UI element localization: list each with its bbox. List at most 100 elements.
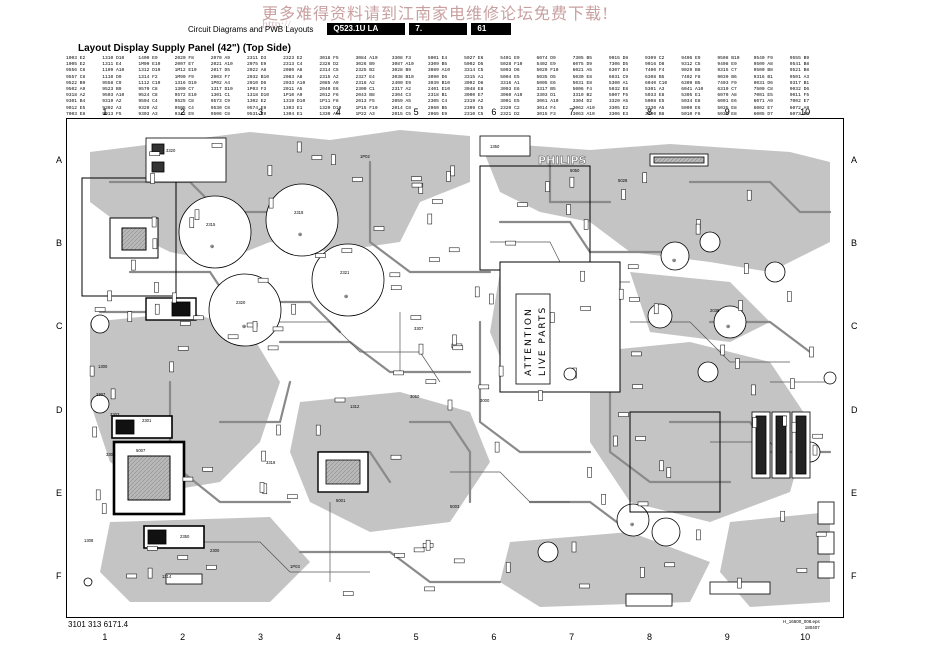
smd-pad (180, 321, 191, 326)
pcb-layout-drawing: ⊕⊕⊕⊕ ⊕⊕⊕ (81, 130, 837, 607)
smd-pad (815, 531, 827, 537)
ref-table-cell: 9524 C8 (138, 93, 158, 99)
watermark-url: http:// (262, 17, 291, 31)
ref-table-cell: 2304 C3 (391, 93, 412, 99)
smd-pad (664, 562, 675, 568)
column-label: 4 (335, 632, 341, 642)
row-label: D (851, 404, 858, 415)
smd-pad (227, 334, 239, 340)
smd-pad (411, 182, 423, 188)
component-ref-2307: 2307 (96, 392, 106, 397)
smd-pad (257, 277, 269, 283)
ref-table-cell: 3320 A5 (608, 99, 629, 105)
ref-table-cell: 2323 E2 (283, 56, 303, 61)
smd-pad (127, 311, 133, 322)
silkscreen-brand: PHILIPS (538, 154, 587, 168)
ref-table-cell: 5006 F4 (572, 87, 592, 93)
smd-pad (746, 189, 752, 201)
ref-table-cell: 7003 E8 (66, 111, 86, 117)
ref-table-cell: 9315 C7 (717, 68, 737, 74)
smd-pad (425, 379, 437, 384)
smd-pad (315, 253, 326, 258)
column-label: 8 (646, 632, 653, 642)
ref-table-cell: 2033 A10 (283, 80, 306, 86)
smd-pad (601, 494, 606, 505)
ref-table-cell: 3316 A1 (500, 80, 520, 86)
ref-table-cell: 2310 C5 (464, 111, 484, 117)
ref-table-cell: 9012 E5 (66, 105, 86, 111)
ref-table-cell: 2075 E9 (246, 62, 267, 68)
row-label: E (56, 488, 63, 498)
ref-table-cell: 2003 F7 (210, 74, 231, 80)
smd-pad (659, 460, 664, 472)
column-label: 5 (413, 632, 419, 642)
smd-pad (154, 282, 159, 293)
component-ref-5050: 5050 (570, 168, 580, 173)
component-ref-1314: 1314 (162, 574, 172, 579)
ref-table-cell: 3400 B8 (645, 111, 665, 117)
smd-pad (580, 270, 585, 282)
smd-pad (390, 454, 402, 460)
smd-pad (311, 155, 323, 160)
smd-pad (393, 370, 404, 376)
ref-table-cell: 5001 E4 (427, 56, 448, 61)
ref-table-cell: 7500 C8 (753, 87, 773, 93)
ref-table-cell: 2319 A2 (464, 99, 484, 105)
component-ref-3303: 3303 (110, 412, 120, 417)
smd-pad (447, 399, 453, 411)
ref-table-cell: 1003 E2 (66, 56, 86, 61)
smd-pad (131, 259, 136, 271)
component-ref-2301: 2301 (142, 418, 152, 423)
ref-table-cell: 9318 A2 (66, 93, 86, 99)
smd-pad (390, 285, 402, 290)
ref-table-cell: 2010 D6 (246, 80, 267, 86)
component-ref-1308: 1308 (84, 538, 94, 543)
ref-table-cell: 3026 B9 (355, 62, 375, 68)
smd-pad (89, 365, 95, 377)
ref-table-cell: 3015 F3 (536, 111, 556, 117)
ref-table-cell: 1P22 A3 (355, 111, 375, 117)
ref-table-cell: 9531 C9 (246, 111, 267, 117)
ref-table-cell: 9522 B9 (66, 80, 86, 86)
component-ref-2350: 2350 (180, 534, 190, 539)
smd-pad (418, 343, 424, 355)
ref-table-cell: 6005 D7 (753, 111, 773, 117)
ref-table-cell: 3092 D6 (464, 80, 484, 86)
column-label: 5 (413, 107, 419, 117)
ref-table-cell: 6307 D4 (608, 68, 629, 74)
ref-table-cell: 9301 B4 (66, 99, 86, 105)
smd-pad (389, 272, 401, 278)
ref-table-cell: 9555 B9 (789, 56, 810, 61)
smd-pad (790, 378, 795, 389)
smd-pad (744, 263, 749, 274)
smd-pad (267, 165, 273, 176)
ref-table-cell: 9032 D6 (789, 87, 810, 93)
ref-table-cell: 3001 E5 (500, 99, 520, 105)
ref-table-cell: 9317 B1 (789, 80, 810, 86)
smd-pad (291, 303, 296, 315)
ref-table-cell: 9570 C8 (138, 87, 158, 93)
ref-table-cell: 9406 E9 (681, 56, 701, 61)
component-ref-5028: 5028 (618, 178, 628, 183)
ref-table-cell: 1303 E1 (283, 105, 303, 111)
ref-table-cell: 5032 E8 (608, 87, 629, 93)
ref-table-cell: 3306 E3 (608, 111, 629, 117)
component-ref-2300: 2300 (210, 548, 220, 553)
ref-table-cell: 6041 A10 (681, 87, 704, 93)
ref-table-cell: 3304 D2 (572, 99, 592, 105)
ref-table-cell: 9509 A8 (753, 62, 773, 68)
component-ref-3050: 3050 (410, 394, 420, 399)
smd-pad (446, 171, 451, 182)
ref-table-cell: 1311 E4 (102, 62, 122, 68)
ref-table-cell: 5003 D6 (500, 68, 520, 74)
smd-pad (738, 300, 743, 311)
ref-table-cell: 3084 A10 (355, 56, 378, 61)
ref-table-cell: 1P02 A4 (210, 80, 231, 86)
smd-pad (489, 293, 494, 305)
smd-pad (268, 197, 274, 209)
ref-table-cell: 3089 A10 (427, 68, 450, 74)
ref-table-cell: 5004 E5 (500, 74, 520, 80)
ref-table-cell: 2032 B10 (246, 74, 269, 80)
smd-pad (177, 555, 189, 560)
